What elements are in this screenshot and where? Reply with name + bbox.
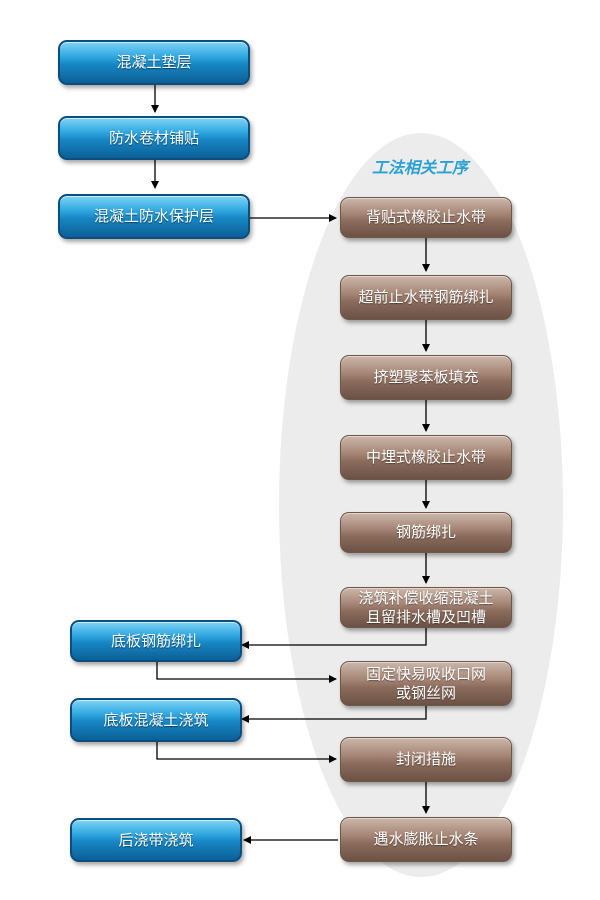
node-waterproof-membrane: 防水卷材铺贴 (58, 116, 250, 160)
arrow-compensating-to-floor-rebar (241, 628, 427, 649)
node-mesh-line1: 固定快易吸收口网 (365, 664, 486, 683)
node-compensating-pour-line1: 浇筑补偿收缩混凝土 (358, 588, 494, 607)
node-backing-waterstop: 背贴式橡胶止水带 (340, 197, 512, 238)
arrow-floor-pour-to-sealing (156, 742, 337, 763)
node-sealing: 封闭措施 (340, 737, 512, 782)
node-floor-rebar: 底板钢筋绑扎 (70, 620, 242, 662)
node-compensating-pour-line2: 且留排水槽及凹槽 (365, 607, 486, 626)
process-group-title: 工法相关工序 (371, 158, 468, 177)
node-mesh: 固定快易吸收口网 或钢丝网 (340, 661, 512, 706)
node-embedded-waterstop: 中埋式橡胶止水带 (340, 435, 512, 480)
node-floor-pour: 底板混凝土浇筑 (70, 698, 242, 742)
arrow-floor-rebar-to-mesh (156, 662, 337, 683)
node-concrete-protection: 混凝土防水保护层 (58, 194, 250, 239)
node-rebar-before-waterstop: 超前止水带钢筋绑扎 (340, 275, 512, 320)
node-concrete-cushion: 混凝土垫层 (58, 40, 250, 85)
node-post-pour-strip: 后浇带浇筑 (70, 818, 242, 862)
node-compensating-pour: 浇筑补偿收缩混凝土 且留排水槽及凹槽 (340, 587, 512, 628)
node-swelling-strip: 遇水膨胀止水条 (340, 817, 512, 862)
node-mesh-line2: 或钢丝网 (395, 683, 456, 702)
node-rebar-tying: 钢筋绑扎 (340, 512, 512, 553)
node-xps-fill: 挤塑聚苯板填充 (340, 355, 512, 400)
arrow-mesh-to-floor-pour (241, 706, 427, 723)
